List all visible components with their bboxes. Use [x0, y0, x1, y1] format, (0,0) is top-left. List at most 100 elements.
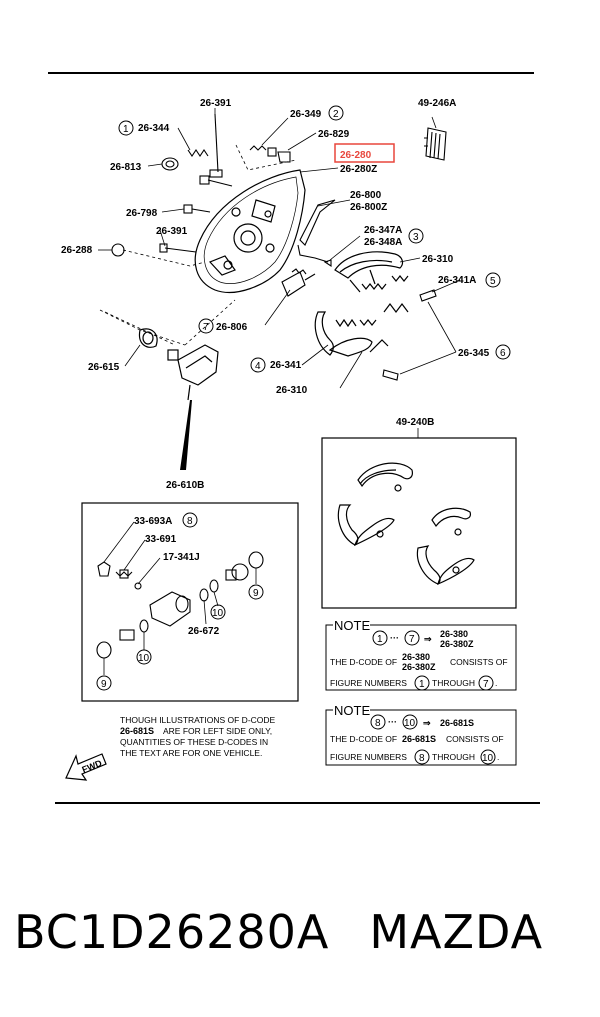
- svg-text:8: 8: [419, 753, 425, 764]
- callout-26-391-lower: 26-391: [156, 226, 188, 237]
- brake-shoe-lower: [314, 303, 409, 357]
- svg-text:7: 7: [203, 322, 209, 333]
- callout-26-310-lower: 26-310: [276, 385, 308, 396]
- svg-text:26-380: 26-380: [440, 629, 468, 639]
- svg-text:···: ···: [388, 717, 397, 727]
- circled-numbers-upper: 1 2 3 4 5 6 7: [118, 105, 511, 373]
- svg-text:26-380: 26-380: [402, 652, 430, 662]
- callout-26-798: 26-798: [126, 208, 158, 219]
- svg-text:ARE FOR LEFT SIDE ONLY,: ARE FOR LEFT SIDE ONLY,: [163, 726, 272, 736]
- svg-text:THE D-CODE OF: THE D-CODE OF: [330, 734, 397, 744]
- svg-text:26-681S: 26-681S: [120, 726, 154, 736]
- disclaimer: THOUGH ILLUSTRATIONS OF D-CODE 26-681S A…: [120, 715, 276, 758]
- svg-text:6: 6: [500, 348, 506, 359]
- svg-text:1: 1: [377, 634, 383, 645]
- brand-name: MAZDA: [369, 905, 544, 959]
- svg-text:3: 3: [413, 232, 419, 243]
- svg-text:7: 7: [409, 634, 415, 645]
- svg-text:CONSISTS OF: CONSISTS OF: [446, 734, 504, 744]
- callout-17-341j: 17-341J: [163, 552, 200, 563]
- svg-text:FIGURE NUMBERS: FIGURE NUMBERS: [330, 678, 407, 688]
- svg-text:10: 10: [482, 753, 494, 764]
- part-number: BC1D26280A: [14, 905, 330, 959]
- callout-26-391-top: 26-391: [200, 98, 232, 109]
- svg-text:4: 4: [255, 361, 261, 372]
- backing-plate: [194, 169, 306, 294]
- callout-26-800: 26-800: [350, 190, 382, 201]
- leader-lines: [98, 108, 461, 389]
- callout-26-288: 26-288: [61, 245, 93, 256]
- svg-text:THROUGH: THROUGH: [432, 678, 475, 688]
- svg-text:THOUGH ILLUSTRATIONS OF D-CODE: THOUGH ILLUSTRATIONS OF D-CODE: [120, 715, 276, 725]
- callout-26-341: 26-341: [270, 360, 302, 371]
- svg-text:⇒: ⇒: [424, 634, 432, 644]
- callout-26-344: 26-344: [138, 123, 170, 134]
- svg-text:8: 8: [375, 718, 381, 729]
- svg-text:10: 10: [404, 718, 416, 729]
- svg-text:2: 2: [333, 109, 339, 120]
- svg-text:NOTE: NOTE: [334, 703, 370, 718]
- svg-text:CONSISTS OF: CONSISTS OF: [450, 657, 508, 667]
- svg-text:FWD: FWD: [81, 758, 104, 775]
- cylinder-detail-box: [81, 502, 299, 702]
- svg-text:⇒: ⇒: [423, 718, 431, 728]
- svg-text:9: 9: [101, 679, 107, 690]
- callout-26-347a: 26-347A: [364, 225, 402, 236]
- svg-text:NOTE: NOTE: [334, 618, 370, 633]
- fwd-arrow-icon: FWD: [65, 753, 107, 781]
- callout-49-240b: 49-240B: [396, 417, 434, 428]
- svg-text:FIGURE NUMBERS: FIGURE NUMBERS: [330, 752, 407, 762]
- callout-26-615: 26-615: [88, 362, 120, 373]
- hardware-left: [111, 113, 291, 257]
- note-1: NOTE 1 ··· 7 ⇒ 26-380 26-380Z THE D-CODE…: [325, 618, 517, 691]
- svg-text:26-681S: 26-681S: [440, 718, 474, 728]
- callout-33-691: 33-691: [145, 534, 177, 545]
- shoe-set-illustration: [337, 462, 475, 586]
- lining-pack-49-246a: [424, 127, 447, 161]
- callout-26-310-upper: 26-310: [422, 254, 454, 265]
- callout-26-610b: 26-610B: [166, 480, 204, 491]
- callout-26-806: 26-806: [216, 322, 248, 333]
- svg-text:26-681S: 26-681S: [402, 734, 436, 744]
- callout-26-280: 26-280: [340, 150, 372, 161]
- parking-lever: [281, 199, 336, 297]
- svg-text:1: 1: [419, 679, 425, 690]
- shoe-set-box: [321, 437, 517, 609]
- callout-26-349: 26-349: [290, 109, 322, 120]
- svg-text:8: 8: [187, 516, 193, 527]
- circled-numbers-lower: 8 9 10 10 9: [96, 512, 264, 691]
- callout-26-345: 26-345: [458, 348, 490, 359]
- svg-text:THE TEXT ARE FOR ONE VEHICLE.: THE TEXT ARE FOR ONE VEHICLE.: [120, 748, 262, 758]
- svg-text:THE D-CODE OF: THE D-CODE OF: [330, 657, 397, 667]
- svg-text:26-380Z: 26-380Z: [402, 662, 436, 672]
- wheel-cylinder: [138, 328, 219, 401]
- note-2: NOTE 8 ··· 10 ⇒ 26-681S THE D-CODE OF 26…: [325, 703, 517, 766]
- svg-text:9: 9: [253, 588, 259, 599]
- part-caption: BC1D26280A MAZDA: [14, 905, 543, 959]
- svg-text:THROUGH: THROUGH: [432, 752, 475, 762]
- svg-text:.: .: [495, 678, 497, 688]
- svg-text:10: 10: [212, 608, 224, 619]
- svg-text:1: 1: [123, 124, 129, 135]
- pointer-arrow: [180, 400, 192, 470]
- callout-26-672: 26-672: [188, 626, 220, 637]
- svg-text:QUANTITIES OF THESE D-CODES IN: QUANTITIES OF THESE D-CODES IN: [120, 737, 268, 747]
- callout-26-829: 26-829: [318, 129, 350, 140]
- brake-shoe-upper: [334, 251, 409, 293]
- cylinder-leaders: [103, 521, 257, 675]
- callout-26-348a: 26-348A: [364, 237, 402, 248]
- callout-26-813: 26-813: [110, 162, 142, 173]
- svg-text:···: ···: [390, 633, 399, 643]
- svg-text:26-380Z: 26-380Z: [440, 639, 474, 649]
- cylinder-exploded: [96, 551, 264, 659]
- svg-text:.: .: [497, 752, 499, 762]
- callout-33-693a: 33-693A: [134, 516, 172, 527]
- clips-26-345: [382, 289, 437, 381]
- callout-26-280z: 26-280Z: [340, 164, 377, 175]
- svg-text:10: 10: [138, 653, 150, 664]
- highlight-box-26-280: [334, 143, 395, 163]
- callout-49-246a: 49-246A: [418, 98, 456, 109]
- callout-26-341a: 26-341A: [438, 275, 476, 286]
- callout-26-800z: 26-800Z: [350, 202, 387, 213]
